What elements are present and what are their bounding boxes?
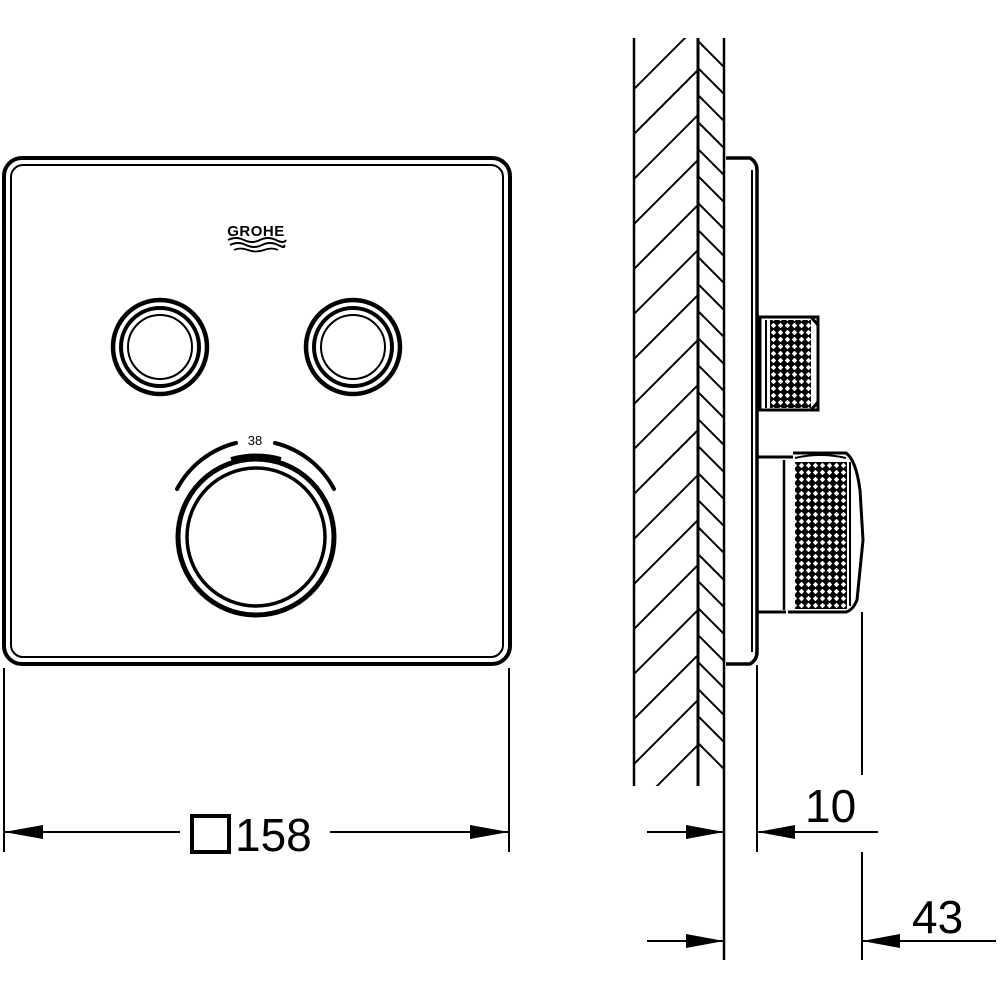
side-view: 10 43 (632, 38, 996, 960)
tile-hatch (697, 39, 725, 771)
width-dimension: 158 (3, 668, 510, 861)
left-push-button[interactable] (110, 297, 210, 397)
grohe-logo-text: GROHE (227, 223, 285, 240)
front-view: GROHE 38 (2, 156, 512, 861)
wall-hatch (633, 38, 697, 786)
trim-plate-inner-edge (10, 164, 504, 658)
depth-dimension-43: 43 (647, 612, 996, 960)
temperature-38-label: 38 (248, 433, 262, 448)
temperature-knob[interactable] (175, 456, 337, 618)
temperature-knob-side (758, 451, 865, 614)
trim-plate-outline (2, 156, 512, 666)
temperature-scale-arc-right (273, 441, 336, 491)
depth-value-43: 43 (912, 891, 963, 943)
temperature-scale-arc-left (175, 441, 238, 491)
temperature-stop-marker (230, 453, 282, 461)
depth-value-10: 10 (805, 780, 856, 832)
depth-dimension-10: 10 (647, 665, 878, 852)
plate-size-value: 158 (235, 809, 312, 861)
right-push-button[interactable] (303, 297, 403, 397)
push-button-side (758, 315, 820, 412)
grohe-logo: GROHE (227, 223, 287, 253)
plate-side-profile (726, 156, 759, 666)
square-symbol (190, 814, 231, 854)
